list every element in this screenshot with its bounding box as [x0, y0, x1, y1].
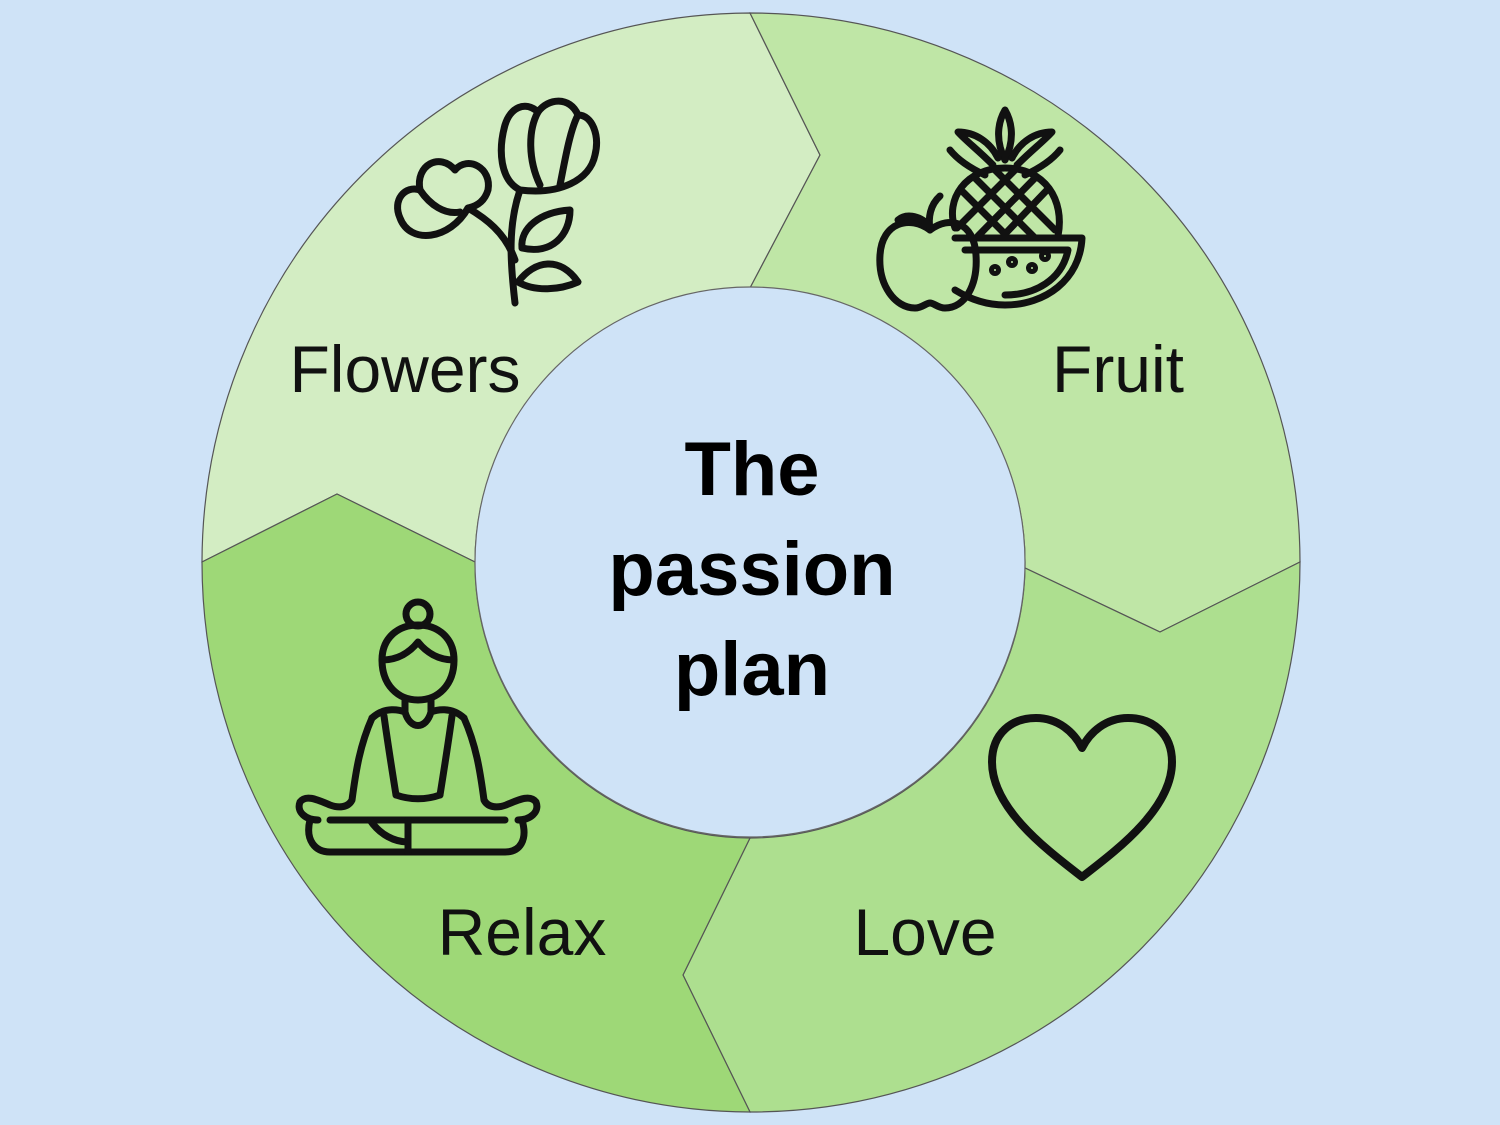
segment-label-love: Love [853, 895, 996, 969]
center-title-line-1: The [684, 427, 819, 512]
segment-label-flowers: Flowers [289, 332, 520, 406]
flower-icon [394, 97, 600, 307]
fruit-basket-icon [876, 106, 1086, 312]
center-title-line-2: passion [608, 527, 895, 612]
segment-label-relax: Relax [438, 895, 607, 969]
segment-label-fruit: Fruit [1052, 332, 1184, 406]
center-circle [474, 286, 1026, 838]
meditation-icon [295, 598, 541, 856]
heart-icon [988, 714, 1176, 881]
segment-relax-shape [201, 493, 751, 1113]
center-title-line-3: plan [674, 627, 830, 712]
